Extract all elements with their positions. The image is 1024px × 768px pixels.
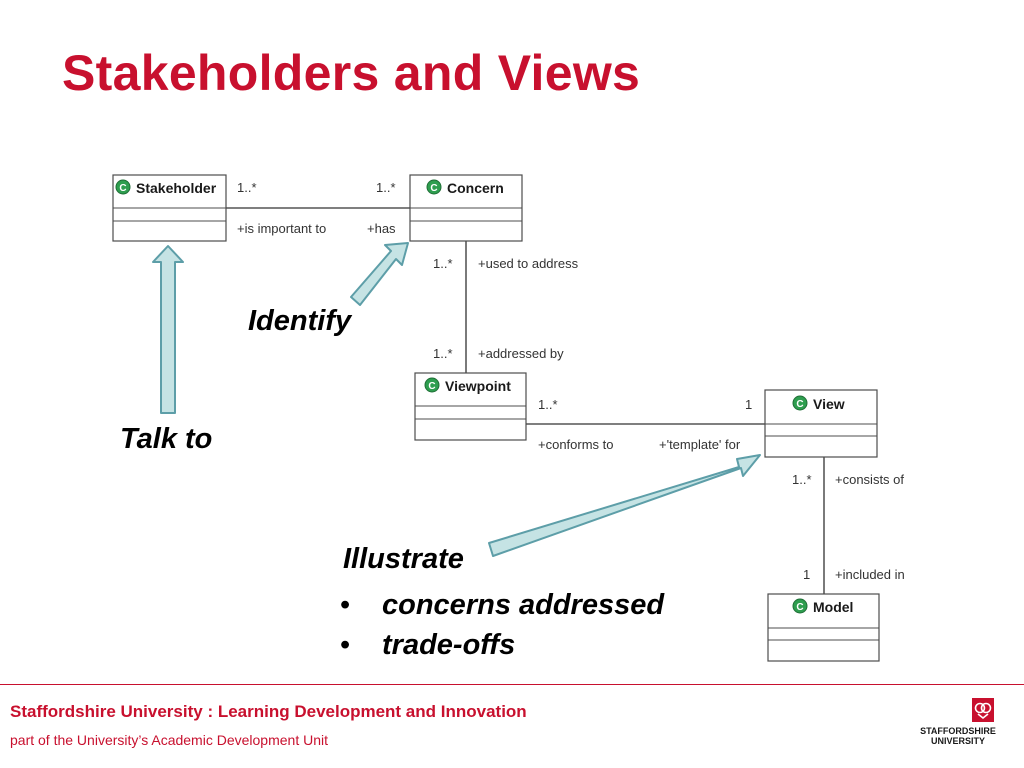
logo-wordmark: STAFFORDSHIRE UNIVERSITY <box>920 726 996 746</box>
role-label: +used to address <box>478 256 579 271</box>
class-c-icon <box>792 395 808 411</box>
bullet-icon: • <box>340 629 351 661</box>
footer-divider <box>0 684 1024 685</box>
university-logo: STAFFORDSHIRE UNIVERSITY <box>912 696 1004 752</box>
class-name-concern: Concern <box>447 180 504 196</box>
uml-class-diagram: C Stakeholder Concern Viewpoint View <box>112 174 905 662</box>
knot-crest-icon <box>972 698 994 722</box>
class-c-icon <box>424 377 440 393</box>
multiplicity-label: 1..* <box>376 180 396 195</box>
arrow-diagonal-icon <box>350 242 409 306</box>
illustrate-bullet-list: • concerns addressed • trade-offs <box>340 585 664 665</box>
role-label: +consists of <box>835 472 904 487</box>
multiplicity-label: 1..* <box>792 472 812 487</box>
role-label: +'template' for <box>659 437 741 452</box>
bullet-icon: • <box>340 589 351 621</box>
class-name-model: Model <box>813 599 853 615</box>
bullet-text: trade-offs <box>382 629 516 661</box>
class-viewpoint: Viewpoint <box>414 372 527 441</box>
list-item: • trade-offs <box>340 625 664 665</box>
callout-illustrate: Illustrate <box>343 543 464 575</box>
class-c-icon <box>792 598 808 614</box>
callout-talk-to: Talk to <box>120 423 213 455</box>
class-c-icon <box>115 179 131 195</box>
multiplicity-label: 1 <box>745 397 752 412</box>
class-view: View <box>764 389 878 458</box>
slide-title: Stakeholders and Views <box>62 45 641 101</box>
multiplicity-label: 1..* <box>433 346 453 361</box>
arrow-right-up-icon <box>488 454 761 557</box>
multiplicity-label: 1 <box>803 567 810 582</box>
multiplicity-label: 1..* <box>538 397 558 412</box>
class-name-stakeholder: Stakeholder <box>136 180 217 196</box>
footer-title: Staffordshire University : Learning Deve… <box>10 702 527 721</box>
callout-identify: Identify <box>248 305 352 337</box>
list-item: • concerns addressed <box>340 585 664 625</box>
class-c-icon <box>426 179 442 195</box>
multiplicity-label: 1..* <box>237 180 257 195</box>
class-name-viewpoint: Viewpoint <box>445 378 511 394</box>
role-label: +has <box>367 221 396 236</box>
role-label: +addressed by <box>478 346 564 361</box>
role-label: +conforms to <box>538 437 614 452</box>
role-label: +is important to <box>237 221 326 236</box>
role-label: +included in <box>835 567 905 582</box>
class-model: Model <box>767 593 880 662</box>
class-concern: Concern <box>409 174 523 242</box>
class-stakeholder: Stakeholder <box>112 174 227 242</box>
footer-subtitle: part of the University’s Academic Develo… <box>10 732 328 748</box>
class-name-view: View <box>813 396 845 412</box>
arrow-up-icon <box>152 245 184 414</box>
multiplicity-label: 1..* <box>433 256 453 271</box>
bullet-text: concerns addressed <box>382 589 665 621</box>
